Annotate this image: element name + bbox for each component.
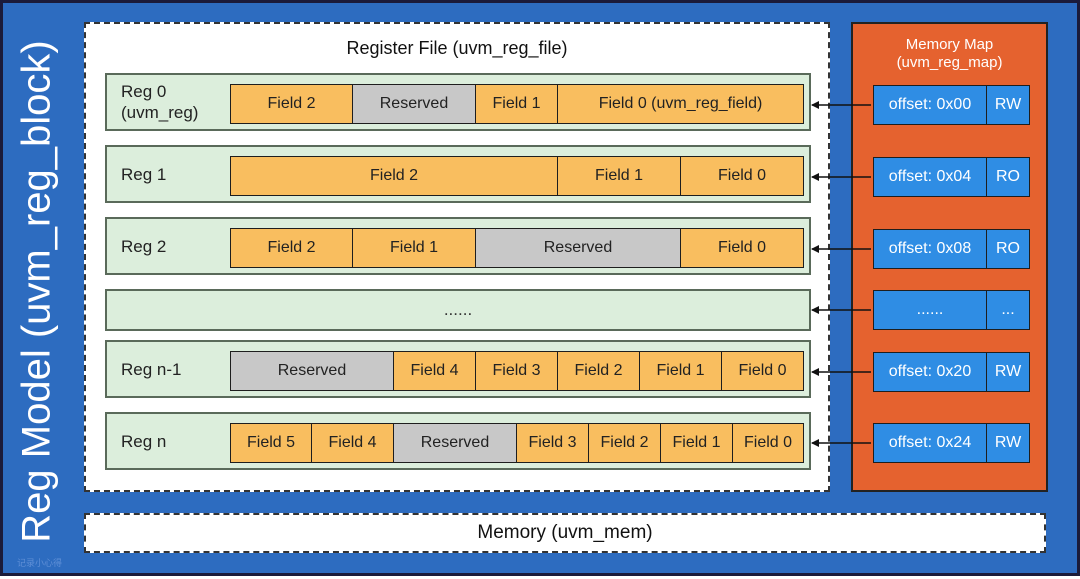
register-label: Reg n-1 bbox=[121, 342, 181, 396]
map-entry: ......... bbox=[873, 290, 1030, 330]
register-label-line: Reg n bbox=[121, 431, 167, 451]
reserved-field: Reserved bbox=[230, 351, 394, 391]
register-label-line: Reg 1 bbox=[121, 164, 167, 184]
map-offset: ...... bbox=[873, 290, 987, 330]
register-field: Field 0 bbox=[733, 423, 804, 463]
register-field: Field 0 (uvm_reg_field) bbox=[558, 84, 804, 124]
map-offset: offset: 0x00 bbox=[873, 85, 987, 125]
register-field: Field 3 bbox=[517, 423, 589, 463]
register-field: Field 0 bbox=[681, 156, 804, 196]
register-field: Field 2 bbox=[589, 423, 661, 463]
memory-map-title-line: (uvm_reg_map) bbox=[896, 54, 1003, 71]
reserved-field: Reserved bbox=[353, 84, 476, 124]
register-label-line: (uvm_reg) bbox=[121, 103, 199, 122]
register-label-line: Reg 0 bbox=[121, 82, 167, 101]
register-label: Reg 0 (uvm_reg) bbox=[121, 75, 198, 129]
reg-model-title: Reg Model (uvm_reg_block) bbox=[14, 39, 59, 543]
watermark-text: 记录小心得 bbox=[17, 558, 63, 568]
map-offset: offset: 0x24 bbox=[873, 423, 987, 463]
map-offset: offset: 0x04 bbox=[873, 157, 987, 197]
reserved-field: Reserved bbox=[476, 228, 681, 268]
reserved-field: Reserved bbox=[394, 423, 517, 463]
map-access: RW bbox=[987, 85, 1030, 125]
register-field: Field 4 bbox=[394, 351, 476, 391]
register-label: Reg 2 bbox=[121, 219, 166, 273]
register-file-title: Register File (uvm_reg_file) bbox=[346, 38, 568, 58]
memory-map-title-line: Memory Map bbox=[905, 36, 994, 53]
map-access: RO bbox=[987, 229, 1030, 269]
register-field: Field 1 bbox=[661, 423, 733, 463]
register-field: Field 1 bbox=[353, 228, 476, 268]
register-ellipsis: ...... bbox=[443, 300, 473, 319]
map-access: ... bbox=[987, 290, 1030, 330]
memory-label: Memory (uvm_mem) bbox=[477, 522, 653, 543]
register-label-line: Reg 2 bbox=[121, 236, 167, 256]
map-access: RW bbox=[987, 423, 1030, 463]
register-row-ellipsis: ...... bbox=[105, 289, 811, 331]
map-access: RO bbox=[987, 157, 1030, 197]
register-field: Field 2 bbox=[230, 84, 353, 124]
register-field: Field 1 bbox=[558, 156, 681, 196]
register-field: Field 4 bbox=[312, 423, 394, 463]
memory-map-title: Memory Map (uvm_reg_map) bbox=[853, 36, 1046, 72]
register-field: Field 3 bbox=[476, 351, 558, 391]
register-label: Reg n bbox=[121, 414, 166, 468]
register-field: Field 2 bbox=[230, 156, 558, 196]
register-field: Field 1 bbox=[476, 84, 558, 124]
register-field: Field 1 bbox=[640, 351, 722, 391]
register-field: Field 2 bbox=[230, 228, 353, 268]
memory-block: Memory (uvm_mem) bbox=[84, 513, 1046, 553]
register-field: Field 5 bbox=[230, 423, 312, 463]
register-field: Field 2 bbox=[558, 351, 640, 391]
map-access: RW bbox=[987, 352, 1030, 392]
register-field: Field 0 bbox=[681, 228, 804, 268]
register-field: Field 0 bbox=[722, 351, 804, 391]
register-label-line: Reg n-1 bbox=[121, 359, 182, 379]
reg-model-title-container: Reg Model (uvm_reg_block) bbox=[3, 3, 71, 579]
register-label: Reg 1 bbox=[121, 147, 166, 201]
map-offset: offset: 0x08 bbox=[873, 229, 987, 269]
map-offset: offset: 0x20 bbox=[873, 352, 987, 392]
register-file: Register File (uvm_reg_file) Reg 0 (uvm_r… bbox=[84, 22, 830, 492]
